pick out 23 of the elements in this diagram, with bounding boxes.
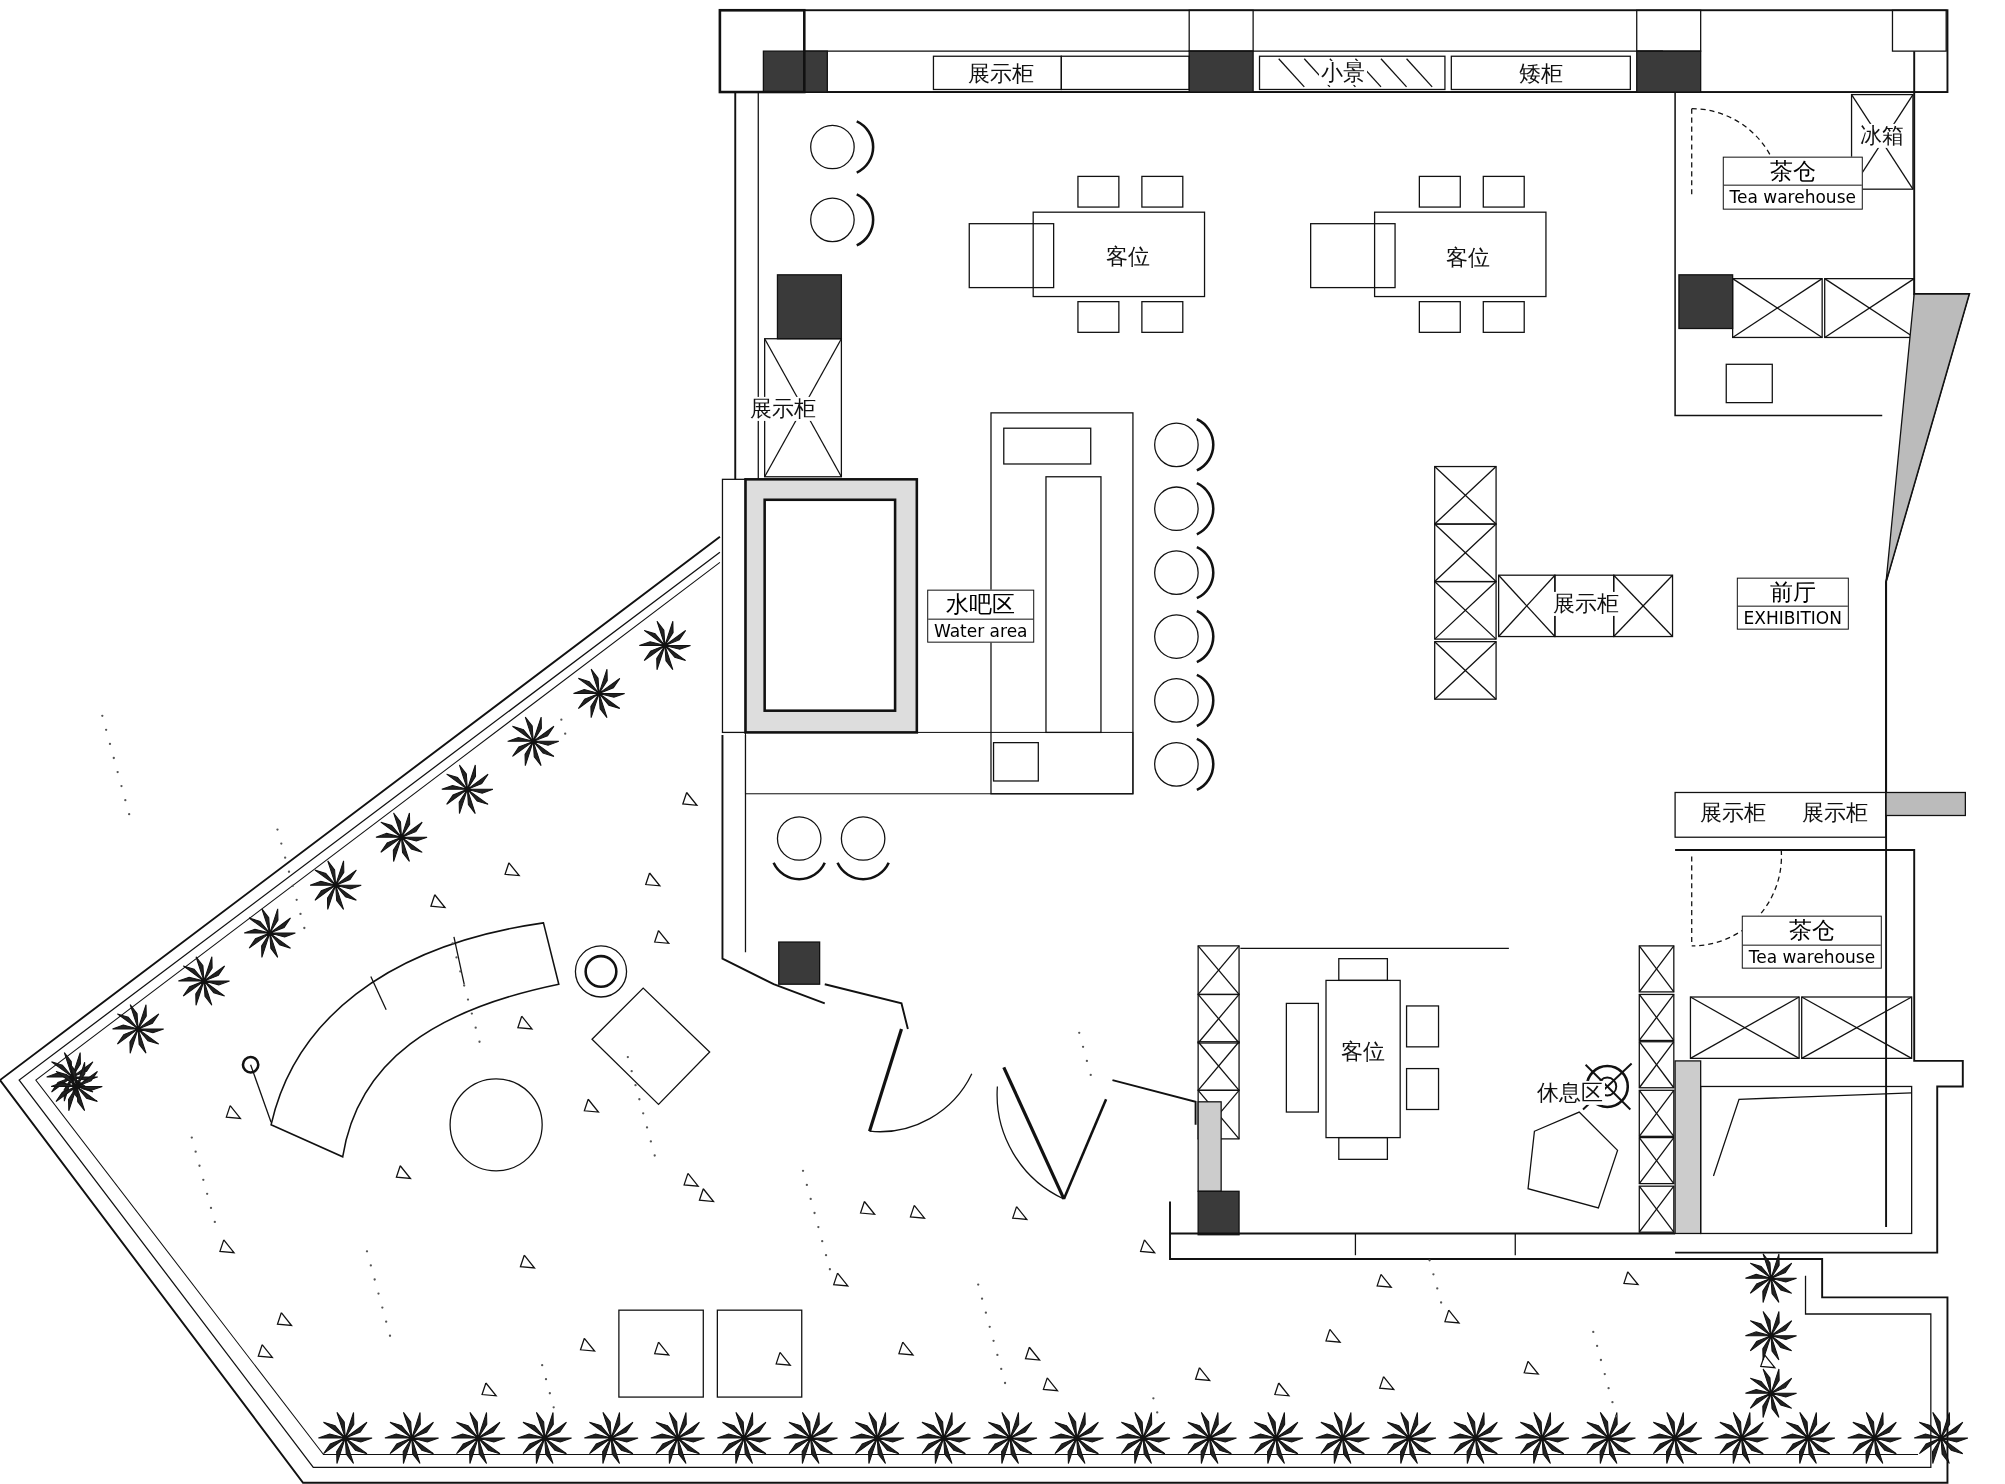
room-name-english: Water area xyxy=(932,619,1029,642)
room-tag xyxy=(1722,156,1863,210)
room-label: 小景 xyxy=(1318,60,1367,85)
room-label: 休息区 xyxy=(1535,1081,1606,1106)
room-label: 展示柜 xyxy=(1799,801,1870,826)
room-label: 展示柜 xyxy=(1697,801,1768,826)
room-name-english: Tea warehouse xyxy=(1747,945,1877,968)
room-tag xyxy=(1741,916,1883,969)
room-name-english: EXHIBITION xyxy=(1742,606,1843,629)
room-tag xyxy=(926,590,1035,643)
room-label: 客位 xyxy=(1103,244,1152,270)
room-name: 前厅 xyxy=(1737,578,1848,607)
room-name: 水吧区 xyxy=(927,591,1034,620)
room-label: 展示柜 xyxy=(966,62,1037,87)
room-label: 展示柜 xyxy=(747,397,818,422)
room-name: 茶仓 xyxy=(1742,917,1882,946)
room-label: 矮柜 xyxy=(1516,62,1565,87)
room-tag xyxy=(1736,577,1849,630)
room-label: 客位 xyxy=(1339,1040,1388,1065)
room-label: 展示柜 xyxy=(1550,591,1621,616)
room-name-english: Tea warehouse xyxy=(1728,186,1857,209)
room-name: 茶仓 xyxy=(1723,157,1862,187)
room-label: 客位 xyxy=(1443,246,1492,271)
